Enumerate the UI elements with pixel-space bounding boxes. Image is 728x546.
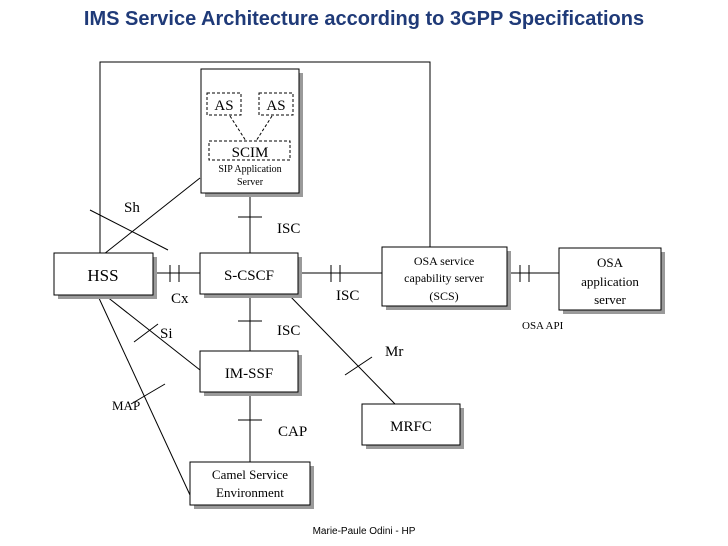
si-label: Si [160,326,173,342]
isc-osa-label: ISC [336,288,359,304]
si-line [105,295,201,371]
map-line [97,295,191,496]
mr-line [287,293,396,405]
scim-box [208,140,291,161]
hss-node: HSS [53,252,157,299]
map-label: MAP [112,398,140,413]
si-tick [133,323,159,343]
mrfc-label: MRFC [390,419,432,435]
mr-label: Mr [385,344,403,360]
imssf-label: IM-SSF [225,366,273,382]
hss-osa-loop-line [99,61,431,254]
osa-app-line3: server [594,292,626,307]
mr-tick [344,356,373,376]
sip-app-line2: Server [237,177,264,188]
connections [97,61,559,496]
osa-app-line1: OSA [597,255,624,270]
scscf-node: S-CSCF [199,252,302,298]
hss-label: HSS [87,266,118,285]
isc-mid-label: ISC [277,323,300,339]
sh-line [103,177,201,255]
mrfc-node: MRFC [361,403,464,449]
imssf-node: IM-SSF [199,350,302,396]
osa-scs-line3: (SCS) [429,289,458,303]
isc-top-label: ISC [277,221,300,237]
sh-label: Sh [124,200,140,216]
as-left-box [206,92,242,116]
osa-api-label: OSA API [522,320,564,332]
sh-tick [89,209,169,251]
footer-credit: Marie-Paule Odini - HP [312,526,416,537]
camel-line1: Camel Service [212,467,288,482]
osa-app-line2: application [581,274,639,289]
camel-line2: Environment [216,485,284,500]
cx-label: Cx [171,291,189,307]
osa-scs-node: OSA service capability server (SCS) [381,246,511,310]
as-right-label: AS [266,98,285,114]
page-title: IMS Service Architecture according to 3G… [83,8,645,30]
scim-label: SCIM [232,145,269,161]
cap-label: CAP [278,424,307,440]
sip-app-line1: SIP Application [218,164,281,175]
map-tick [130,383,166,405]
sip-application-server-node: AS AS SCIM SIP Application Server [200,68,303,197]
osa-scs-line1: OSA service [414,254,474,268]
camel-service-node: Camel Service Environment [189,461,314,509]
osa-scs-line2: capability server [404,271,484,285]
scscf-label: S-CSCF [224,268,274,284]
interface-labels: Sh ISC Cx ISC OSA API Si ISC Mr MAP CAP [112,200,564,440]
as-left-label: AS [214,98,233,114]
as-right-box [258,92,294,116]
osa-app-server-node: OSA application server [558,247,665,314]
interface-ticks [89,209,530,421]
